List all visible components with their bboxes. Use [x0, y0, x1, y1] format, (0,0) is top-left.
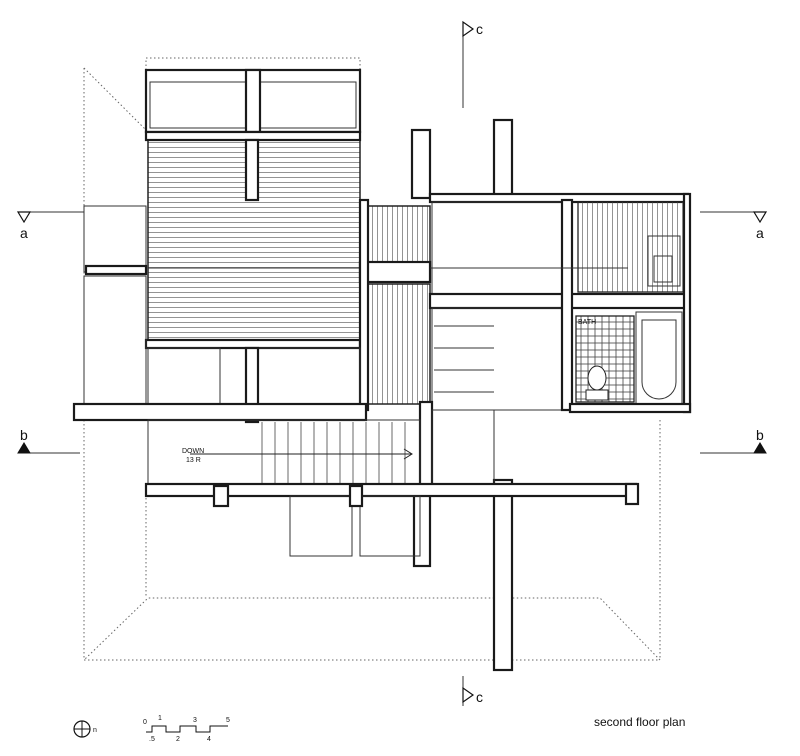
scale-tick-half: .5: [149, 736, 155, 743]
section-c-label-bottom: c: [476, 689, 483, 705]
section-a-left: a: [16, 211, 84, 241]
structural-columns: [410, 118, 514, 672]
scale-bar: 0 .5 1 2 3 4 5: [143, 715, 230, 743]
bath-label: BATH: [578, 319, 596, 326]
middle-rooms: [72, 325, 495, 494]
section-a-right: a: [700, 211, 768, 241]
north-terrace: [144, 68, 362, 134]
scale-tick-3: 3: [193, 717, 197, 724]
north-arrow-letter: n: [93, 727, 97, 734]
west-annex: [83, 205, 148, 407]
section-c-bottom: c: [462, 676, 483, 706]
bathroom: [568, 311, 692, 414]
central-core: [358, 198, 432, 412]
scale-tick-4: 4: [207, 736, 211, 743]
scale-tick-2: 2: [176, 736, 180, 743]
section-a-label-left: a: [20, 225, 28, 241]
main-room: [144, 130, 362, 350]
section-c-top: c: [462, 20, 483, 108]
scale-tick-5: 5: [226, 717, 230, 724]
east-wing: [428, 192, 692, 414]
section-c-label-top: c: [476, 21, 483, 37]
section-b-label-right: b: [756, 427, 764, 443]
stair-direction-label: DOWN: [182, 448, 204, 455]
scale-tick-1: 1: [158, 715, 162, 722]
lower-rooms: [144, 482, 640, 557]
section-b-left: b: [17, 427, 80, 454]
section-b-right: b: [700, 427, 767, 454]
section-b-label-left: b: [20, 427, 28, 443]
scale-tick-0: 0: [143, 719, 147, 726]
north-arrow: n: [73, 720, 97, 738]
stair-risers-label: 13 R: [186, 457, 201, 464]
plan-title: second floor plan: [594, 715, 685, 729]
section-a-label-right: a: [756, 225, 764, 241]
